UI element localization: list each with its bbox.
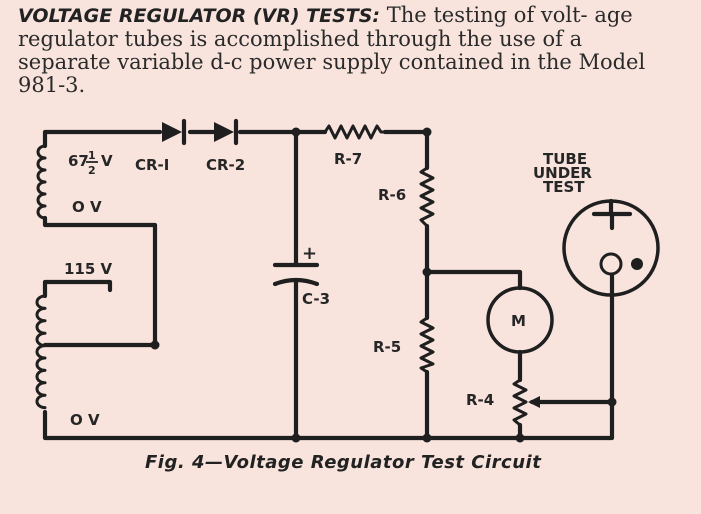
junction-dots [150, 127, 617, 443]
diode-cr1-icon [162, 118, 187, 146]
primary-zero-volt-label: O V [70, 411, 100, 429]
tube-label-line3: TEST [543, 178, 585, 196]
c3-polarity-label: + [302, 243, 317, 264]
resistor-r6-icon [419, 166, 435, 228]
intro-paragraph: VOLTAGE REGULATOR (VR) TESTS: The testin… [18, 4, 678, 97]
meter-label: M [511, 312, 526, 330]
tube-label-line1: TUBE [543, 150, 587, 168]
secondary-zero-volt-label: O V [72, 198, 102, 216]
diagram-labels: 67 1 2 V O V 115 V O V CR-I CR-2 R-7 R-6… [64, 149, 592, 429]
intro-body: The testing of volt- age regulator tubes… [18, 3, 646, 97]
circuit-wires [42, 129, 615, 441]
r4-label: R-4 [466, 391, 494, 409]
r6-label: R-6 [378, 186, 406, 204]
potentiometer-r4-icon [512, 378, 555, 427]
vacuum-tube-icon [562, 198, 660, 297]
tap-voltage-numerator-label: 1 [88, 149, 96, 162]
intro-heading: VOLTAGE REGULATOR (VR) TESTS: [18, 5, 381, 27]
c3-label: C-3 [302, 290, 330, 308]
capacitor-c3-icon [272, 262, 320, 287]
tap-voltage-denominator-label: 2 [88, 164, 96, 177]
resistor-r5-icon [419, 316, 435, 374]
diode-cr2-icon [214, 118, 239, 146]
tap-voltage-whole-label: 67 [68, 152, 89, 170]
tube-label-line2: UNDER [533, 164, 592, 182]
transformer-primary-coil-icon [35, 279, 113, 410]
r5-label: R-5 [373, 338, 401, 356]
transformer-secondary-coil-icon [36, 144, 47, 220]
cr2-label: CR-2 [206, 156, 245, 174]
meter-icon [486, 286, 554, 354]
cr1-label: CR-I [135, 156, 169, 174]
resistor-r7-icon [323, 124, 387, 140]
r7-label: R-7 [334, 150, 362, 168]
primary-voltage-label: 115 V [64, 260, 113, 278]
figure-caption: Fig. 4—Voltage Regulator Test Circuit [145, 452, 542, 473]
tap-voltage-unit-label: V [101, 152, 113, 170]
